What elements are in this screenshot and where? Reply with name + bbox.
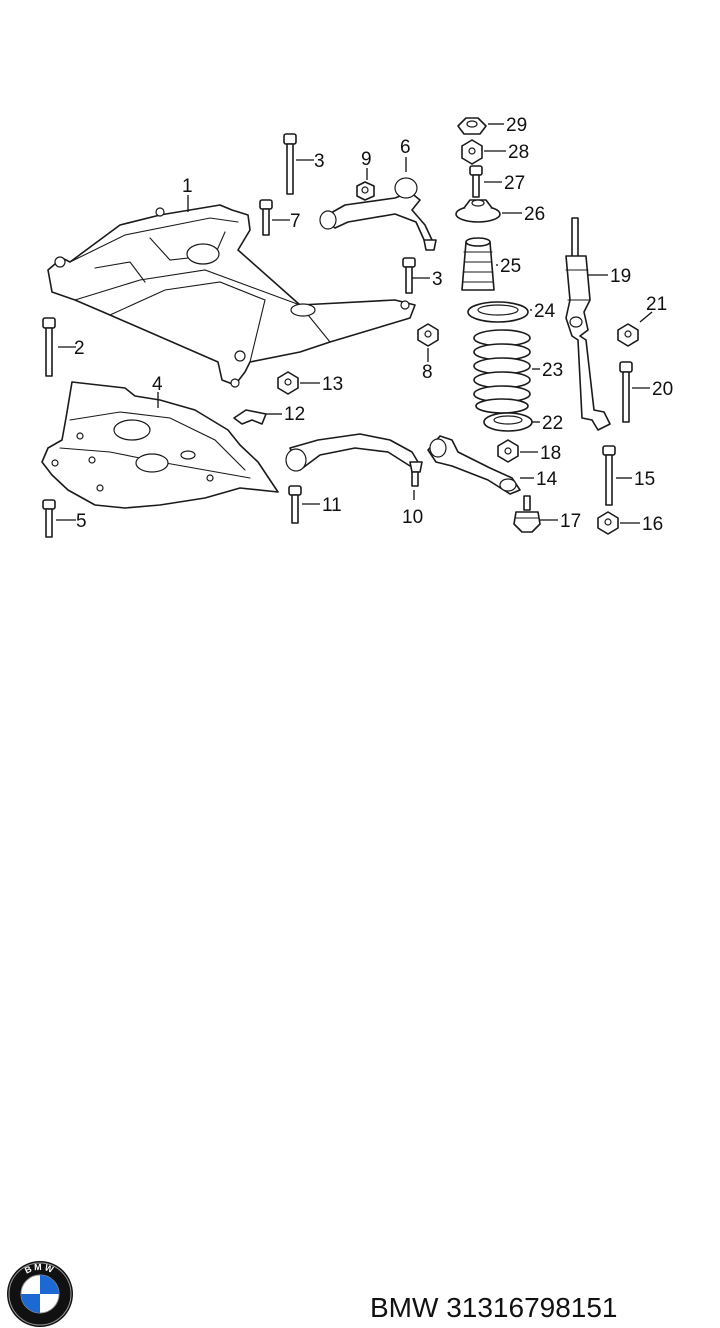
tension-strut-part [285, 433, 423, 487]
callout-16: 16 [642, 514, 663, 535]
ball-joint-part-17 [513, 495, 541, 533]
callout-1: 1 [182, 176, 193, 197]
bolt-part-3-upper [283, 133, 297, 195]
callout-11: 11 [322, 495, 342, 516]
callout-14: 14 [536, 469, 558, 490]
nut-part-18 [497, 439, 519, 463]
callout-17: 17 [560, 511, 581, 532]
leader-lines [56, 123, 653, 524]
shock-absorber-part-19 [565, 217, 611, 431]
coil-spring-part-23 [473, 329, 531, 414]
bolt-part-7 [259, 199, 273, 236]
spring-pad-part-24 [467, 301, 529, 323]
callout-labels: 1 2 3 3 4 5 6 7 8 9 10 11 12 13 14 15 16… [74, 115, 673, 535]
part-number-caption: BMW 31316798151 [370, 1292, 618, 1323]
callout-8: 8 [422, 362, 433, 383]
callout-7: 7 [290, 211, 301, 232]
footer: BMW BMW 31316798151 [0, 628, 720, 1327]
nut-part-8 [417, 323, 439, 347]
nut-part-28 [461, 139, 483, 165]
callout-10: 10 [402, 507, 423, 528]
bolt-part-5 [42, 499, 56, 538]
bolt-part-3-lower [402, 257, 416, 294]
callout-27: 27 [504, 173, 525, 194]
callout-3-lower: 3 [432, 269, 443, 290]
callout-2: 2 [74, 338, 85, 359]
callout-4: 4 [152, 374, 163, 395]
bolt-part-2 [42, 317, 56, 377]
callout-6: 6 [400, 137, 411, 158]
callout-20: 20 [652, 379, 673, 400]
callout-3-upper: 3 [314, 151, 325, 172]
callout-12: 12 [284, 404, 305, 425]
callout-23: 23 [542, 360, 563, 381]
lower-spring-pad-part-22 [483, 412, 533, 432]
underbody-shield-part [41, 381, 279, 509]
nut-part-9 [356, 181, 375, 201]
callout-9: 9 [361, 149, 372, 170]
subframe-part [47, 204, 416, 388]
callout-28: 28 [508, 142, 529, 163]
callout-22: 22 [542, 413, 563, 434]
callout-5: 5 [76, 511, 87, 532]
bolt-part-11 [288, 485, 302, 524]
cap-part-29 [457, 117, 487, 135]
callout-26: 26 [524, 204, 545, 225]
callout-24: 24 [534, 301, 556, 322]
bolt-part-20 [619, 361, 633, 423]
lower-control-arm-part [427, 435, 521, 495]
bolt-part-27 [469, 165, 483, 198]
suspension-exploded-diagram: 1 2 3 3 4 5 6 7 8 9 10 11 12 13 14 15 16… [41, 115, 673, 538]
callout-25: 25 [500, 256, 521, 277]
bmw-roundel-icon: BMW [7, 1261, 73, 1327]
callout-18: 18 [540, 443, 561, 464]
strut-mount-part-26 [455, 199, 501, 223]
nut-part-13 [277, 371, 299, 395]
callout-19: 19 [610, 266, 631, 287]
callout-29: 29 [506, 115, 527, 136]
bracket-part-12 [233, 409, 267, 425]
callout-15: 15 [634, 469, 655, 490]
bump-stop-part-25 [461, 237, 495, 291]
upper-control-arm-part [319, 177, 437, 251]
nut-part-16 [597, 511, 619, 535]
bolt-part-15 [602, 445, 616, 506]
callout-21: 21 [646, 294, 667, 315]
callout-13: 13 [322, 374, 343, 395]
nut-part-21 [617, 323, 639, 347]
